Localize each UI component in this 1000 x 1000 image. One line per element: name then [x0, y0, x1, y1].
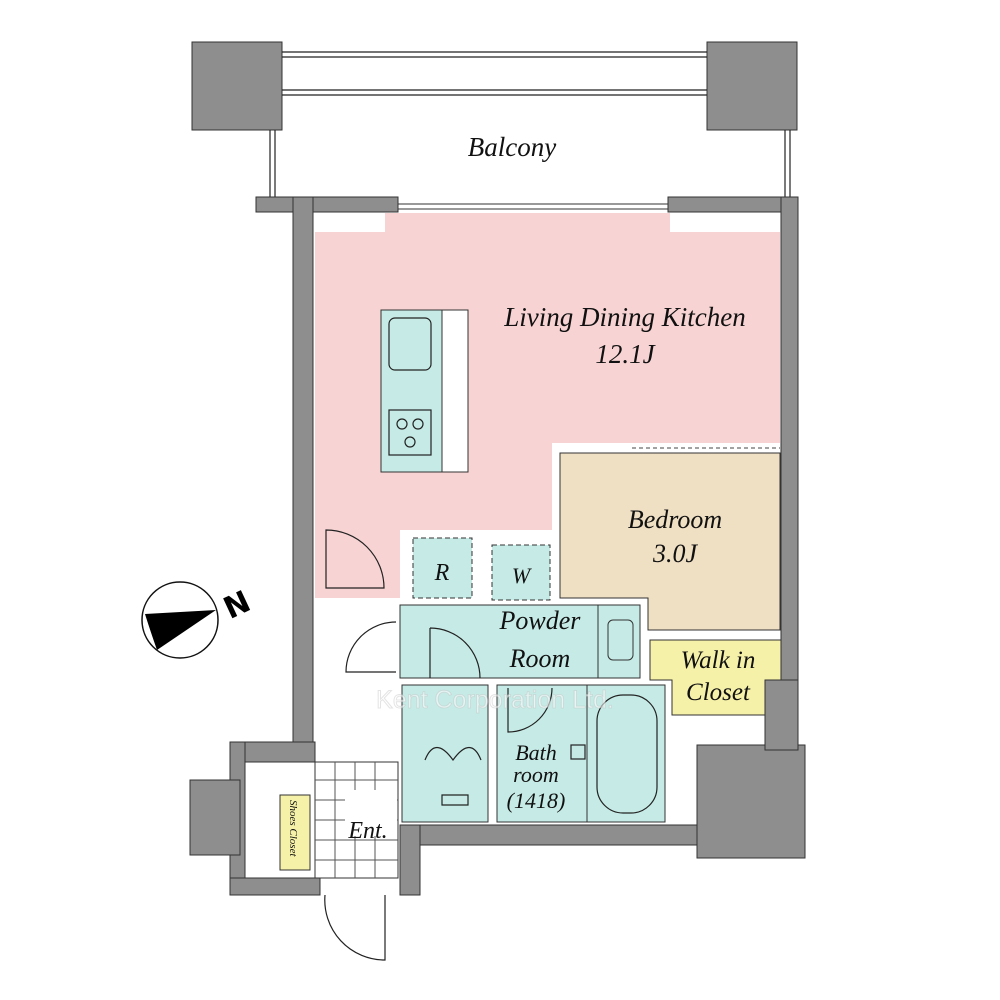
bedroom-size: 3.0J — [652, 539, 699, 568]
powder-label-1: Powder — [499, 606, 582, 635]
walls — [189, 196, 806, 896]
ldk-room — [315, 213, 780, 598]
entrance-label: Ent. — [347, 818, 387, 844]
balcony-label: Balcony — [468, 132, 556, 162]
shoes-closet — [279, 794, 311, 871]
shoes-closet-label: Shoes Closet — [287, 800, 299, 857]
washer-space — [491, 544, 551, 601]
toilet-room — [401, 684, 489, 823]
bedroom-label: Bedroom — [628, 505, 722, 534]
closet-label-2: Closet — [686, 679, 751, 706]
washer-label: W — [512, 563, 532, 588]
stove-icon — [388, 409, 432, 456]
bath-label-2: room — [513, 762, 559, 787]
kitchen-counter — [380, 309, 469, 473]
balcony-column-right — [706, 41, 798, 131]
north-label: N — [218, 584, 256, 626]
refrigerator-label: R — [434, 560, 450, 586]
entry-door[interactable] — [324, 894, 386, 961]
sink-icon — [388, 317, 432, 371]
ldk-label: Living Dining Kitchen — [503, 302, 745, 332]
north-arrow-icon — [145, 610, 216, 650]
refrigerator-space — [412, 537, 473, 599]
powder-room — [399, 604, 641, 679]
powder-label-2: Room — [509, 644, 571, 673]
ldk-size: 12.1J — [595, 339, 656, 369]
balcony-column-left — [191, 41, 283, 131]
compass: N — [141, 581, 256, 659]
bath-room — [496, 684, 666, 823]
bathtub-icon — [596, 694, 658, 814]
entrance: Shoes Closet Ent. — [279, 529, 399, 961]
hall-door[interactable] — [325, 529, 385, 589]
balcony: Balcony — [191, 41, 798, 197]
toilet-icon — [424, 746, 482, 806]
closet-label-1: Walk in — [681, 647, 756, 674]
bath-label-3: (1418) — [507, 788, 566, 813]
watermark: Kent Corporation Ltd. — [376, 686, 614, 714]
bath-label-1: Bath — [515, 740, 557, 765]
bedroom-room — [559, 452, 781, 631]
washbasin-icon — [607, 619, 634, 661]
